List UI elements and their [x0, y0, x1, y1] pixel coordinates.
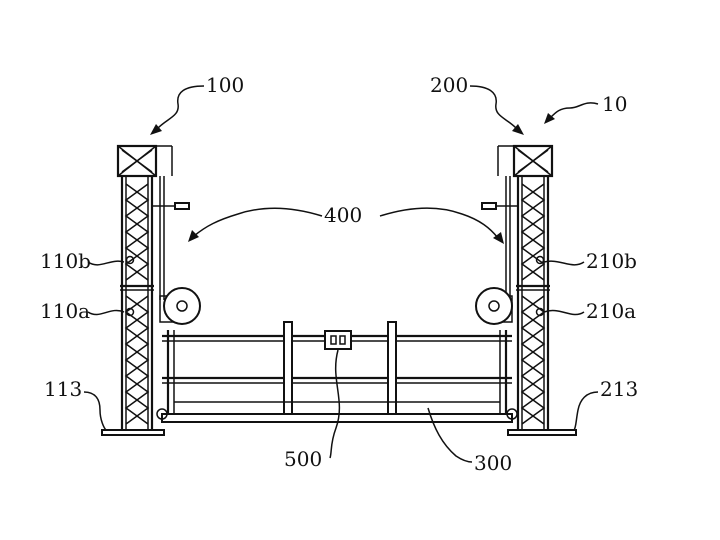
label-winches: 400 [324, 203, 362, 227]
label-control-box: 500 [284, 447, 322, 471]
label-right-lower-section: 210a [586, 299, 636, 323]
left-base-plate [102, 430, 164, 435]
leader-lines [84, 86, 598, 462]
label-right-upper-section: 210b [586, 249, 637, 273]
left-winch [160, 288, 200, 324]
control-box [325, 331, 351, 349]
right-base-plate [508, 430, 576, 435]
label-platform: 300 [474, 451, 512, 475]
label-assembly: 10 [602, 92, 627, 116]
platform-floor [162, 414, 512, 422]
label-right-base: 213 [600, 377, 638, 401]
right-winch [476, 288, 512, 324]
label-left-upper-section: 110b [40, 249, 91, 273]
label-left-base: 113 [44, 377, 82, 401]
label-right-tower: 200 [430, 73, 468, 97]
label-left-tower: 100 [206, 73, 244, 97]
label-left-lower-section: 110a [40, 299, 90, 323]
